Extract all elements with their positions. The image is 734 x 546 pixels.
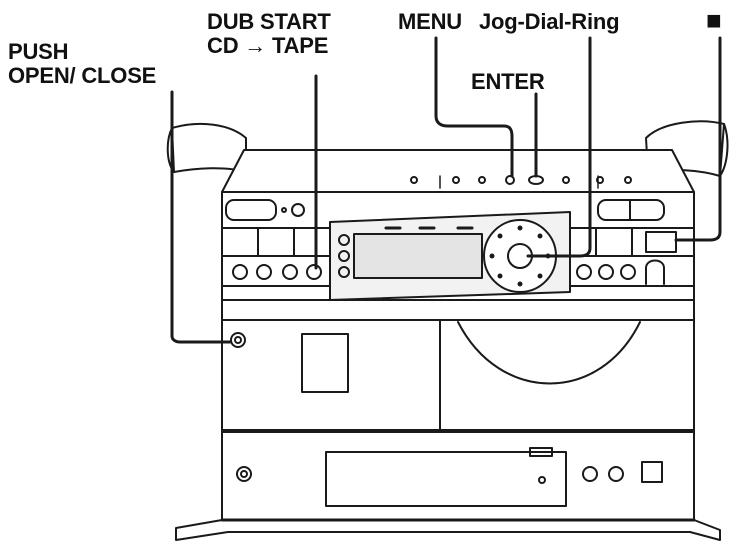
menu-label: MENU — [398, 9, 462, 34]
top-panel — [221, 149, 695, 193]
menu-button[interactable] — [505, 175, 515, 185]
open-close-label: OPEN/ CLOSE — [8, 63, 157, 88]
push-open-close-button[interactable] — [230, 332, 246, 348]
dub-start-button[interactable] — [306, 264, 322, 280]
left-handle — [166, 122, 247, 173]
push-open-close-label: PUSH OPEN/ CLOSE — [8, 40, 156, 88]
callout-push-open-close — [170, 90, 232, 344]
display-screen — [353, 233, 483, 279]
callout-lines — [170, 36, 722, 344]
dub-start-line2: CD → TAPE — [207, 33, 329, 58]
enter-label: ENTER — [471, 69, 545, 94]
callout-menu — [434, 36, 514, 178]
push-label: PUSH — [8, 39, 69, 64]
callout-jog-dial — [526, 36, 592, 258]
dub-start-label: DUB START CD → TAPE — [207, 10, 331, 58]
stop-button[interactable] — [645, 231, 677, 253]
jog-dial-ring-label: Jog-Dial-Ring — [479, 9, 620, 34]
callout-stop — [674, 36, 722, 242]
main-body — [221, 191, 695, 521]
base — [175, 518, 721, 541]
bottom-tape-slot — [325, 451, 567, 507]
stop-symbol-label: ■ — [706, 5, 722, 35]
dub-start-line1: DUB START — [207, 9, 331, 34]
cd-lid — [457, 321, 641, 385]
cassette-window — [301, 333, 349, 393]
